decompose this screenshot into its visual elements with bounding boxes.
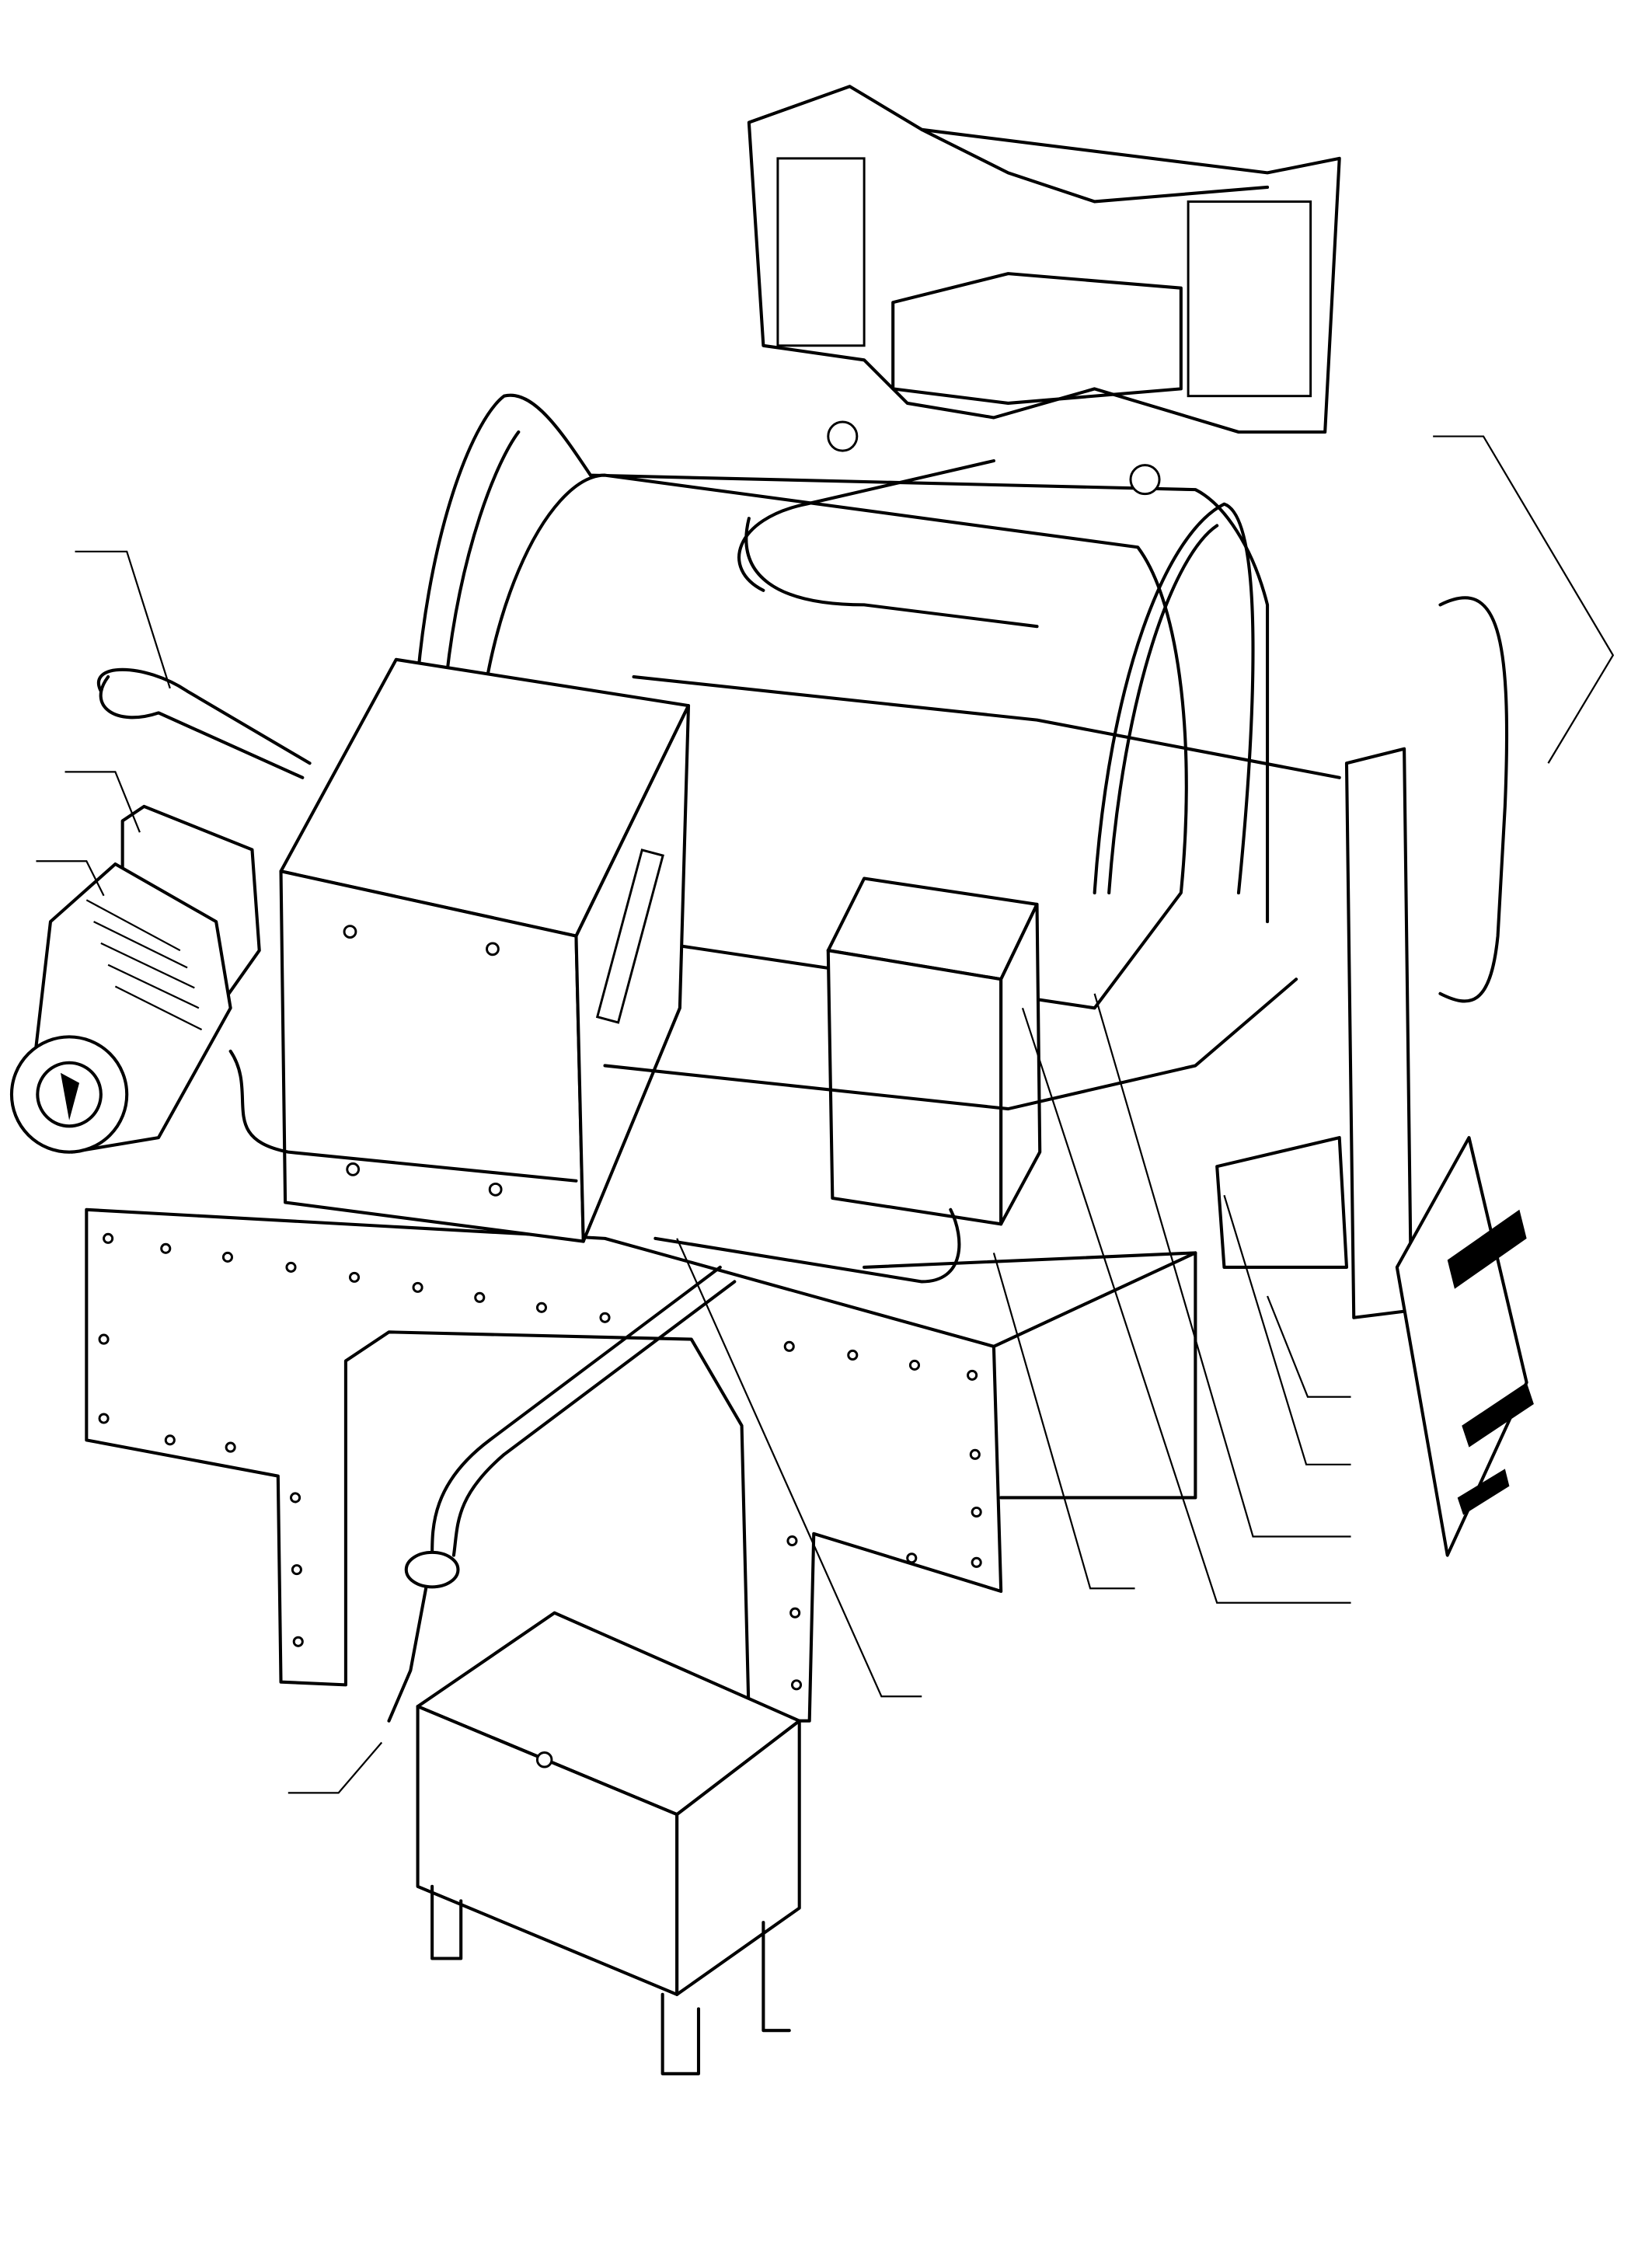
- leader-line: [1267, 1295, 1351, 1398]
- junction-box: [826, 876, 1042, 1226]
- leader-line: [36, 860, 105, 897]
- top-bracket: [737, 85, 1341, 629]
- base-frame: [85, 1207, 1197, 1723]
- leader-line: [64, 771, 141, 833]
- leader-lines: [36, 435, 1615, 1794]
- hose-upper-left: [97, 667, 312, 779]
- leader-line: [288, 1741, 383, 1794]
- leader-line: [992, 1253, 1135, 1590]
- control-cabinet: [279, 657, 691, 1243]
- leader-line: [1021, 1007, 1351, 1604]
- leader-line: [1223, 1194, 1351, 1465]
- hydraulic-tank: [416, 1611, 801, 2075]
- leader-line: [676, 1238, 922, 1698]
- leader-line: [75, 550, 171, 689]
- electric-motor: [9, 804, 261, 1154]
- leader-line: [1433, 435, 1615, 764]
- bolt-holes: [98, 1232, 982, 1691]
- pipe-run: [228, 675, 1341, 1284]
- pipe-opening: [404, 1550, 460, 1589]
- access-ladder: [1395, 1136, 1534, 1557]
- leader-line: [1093, 993, 1351, 1538]
